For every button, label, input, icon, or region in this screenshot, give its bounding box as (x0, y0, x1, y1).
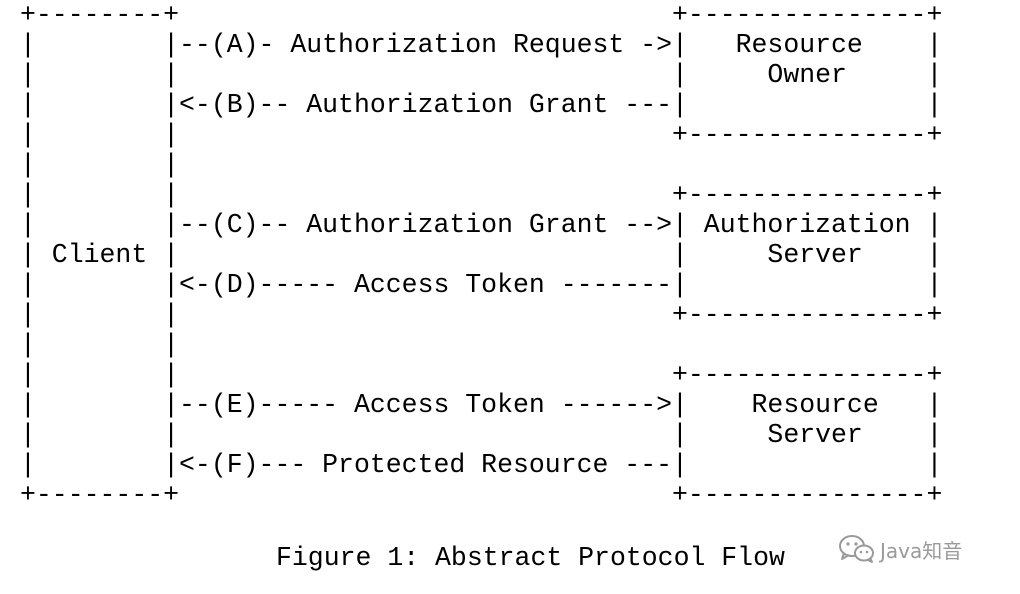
diagram-line: | | (20, 330, 180, 360)
watermark-text: Java知音 (880, 538, 963, 563)
diagram-line: | Client | | Server | (20, 240, 943, 270)
diagram-line: | | +---------------+ (20, 300, 943, 330)
diagram-line: | | | Server | (20, 420, 943, 450)
wechat-icon (838, 534, 876, 564)
diagram-line: | | | Owner | (20, 60, 943, 90)
diagram-line: | |--(C)-- Authorization Grant -->| Auth… (20, 210, 943, 240)
diagram-line: +--------+ +---------------+ (20, 0, 943, 30)
diagram-line: | |--(A)- Authorization Request ->| Reso… (20, 30, 943, 60)
diagram-line: | |<-(F)--- Protected Resource ---| | (20, 450, 943, 480)
watermark: Java知音 (838, 534, 962, 564)
diagram-line: | |--(E)----- Access Token ------>| Reso… (20, 390, 943, 420)
diagram-line: | | +---------------+ (20, 360, 943, 390)
ascii-protocol-flow-diagram: +--------+ +---------------+| |--(A)- Au… (20, 0, 942, 510)
diagram-line: +--------+ +---------------+ (20, 480, 943, 510)
diagram-line: | | +---------------+ (20, 180, 943, 210)
diagram-line: | | (20, 150, 180, 180)
diagram-line: | |<-(D)----- Access Token -------| | (20, 270, 943, 300)
figure-caption: Figure 1: Abstract Protocol Flow (276, 543, 785, 573)
diagram-line: | |<-(B)-- Authorization Grant ---| | (20, 90, 943, 120)
diagram-line: | | +---------------+ (20, 120, 943, 150)
